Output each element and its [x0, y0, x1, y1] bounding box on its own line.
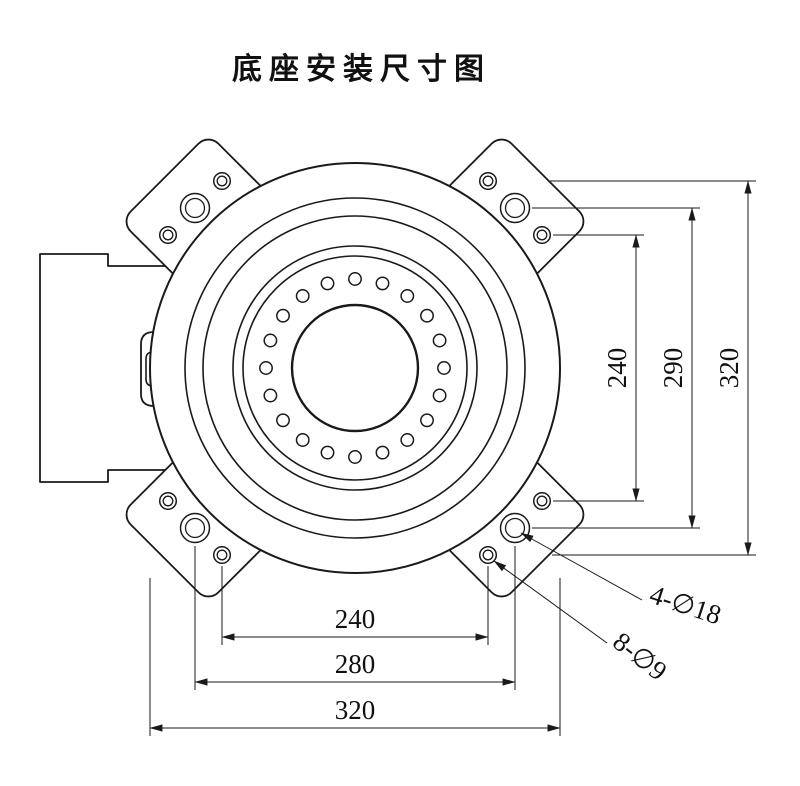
bolt-hole — [320, 276, 335, 291]
callout-corner-holes-text: 4-∅18 — [646, 579, 725, 630]
small-hole — [532, 491, 552, 511]
bolt-hole — [295, 289, 310, 303]
corner-large-holes — [179, 192, 531, 544]
flange-ring-3 — [232, 245, 478, 491]
base-flange-body — [149, 162, 561, 574]
dimension-right-240: 240 — [553, 234, 644, 502]
large-hole-top-left — [179, 192, 211, 224]
callout-small-holes-text: 8-∅9 — [607, 626, 672, 686]
small-hole — [532, 225, 552, 245]
small-hole — [478, 171, 498, 191]
bolt-hole — [420, 413, 434, 428]
dimension-bottom-280: 280 — [194, 546, 516, 690]
small-hole — [158, 491, 178, 511]
drawing-title: 底座安装尺寸图 — [232, 53, 491, 86]
bolt-hole — [400, 433, 415, 447]
bolt-hole — [348, 272, 362, 286]
large-hole-top-right — [499, 192, 531, 224]
bolt-hole — [263, 388, 278, 403]
small-hole — [212, 545, 232, 565]
large-hole-bottom-right — [499, 512, 531, 544]
small-hole — [212, 171, 232, 191]
corner-small-holes — [158, 171, 552, 565]
bolt-hole — [437, 361, 451, 375]
bolt-hole — [263, 333, 278, 348]
bolt-hole — [259, 361, 273, 375]
flange-ring-1 — [184, 197, 526, 539]
bolt-hole — [375, 445, 390, 460]
center-bore — [290, 303, 420, 433]
bolt-hole — [420, 308, 434, 323]
bolt-hole — [276, 413, 290, 428]
dim-bottom-280-text: 280 — [335, 649, 376, 679]
bolt-hole — [295, 433, 310, 447]
flange-ring-2 — [202, 215, 508, 521]
dimension-bottom-240: 240 — [221, 566, 489, 645]
bolt-hole — [375, 276, 390, 291]
dim-right-240-text: 240 — [602, 348, 632, 389]
bolt-hole — [276, 308, 290, 323]
dimension-right-290: 290 — [532, 207, 700, 529]
dimension-bottom-320: 320 — [149, 578, 561, 736]
bolt-hole — [348, 450, 362, 464]
flange-ring-4 — [242, 255, 468, 481]
large-hole-bottom-left — [179, 512, 211, 544]
dimension-right-320: 320 — [550, 180, 756, 556]
dim-right-320-text: 320 — [714, 348, 744, 389]
bolt-hole — [400, 289, 415, 303]
small-hole — [158, 225, 178, 245]
small-hole — [478, 545, 498, 565]
dim-bottom-240-text: 240 — [335, 604, 376, 634]
dim-right-290-text: 290 — [658, 348, 688, 389]
dim-bottom-320-text: 320 — [335, 695, 376, 725]
bolt-hole — [320, 445, 335, 460]
bolt-hole — [432, 388, 447, 403]
bolt-circle-holes — [259, 272, 451, 464]
bolt-hole — [432, 333, 447, 348]
